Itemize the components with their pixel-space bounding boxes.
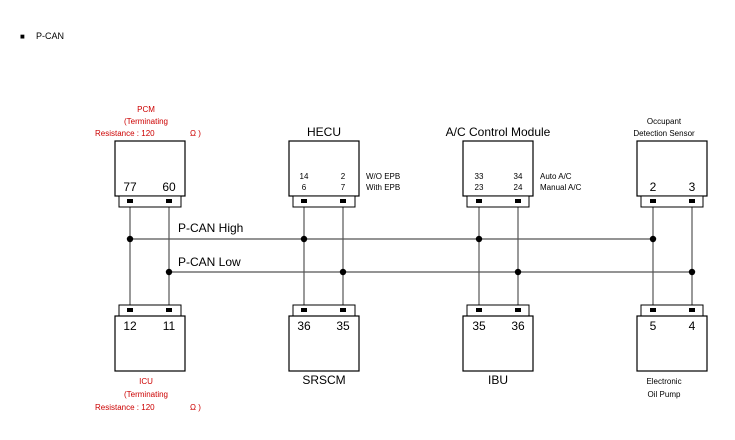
srscm-title: SRSCM (302, 373, 345, 387)
pcm-pin-60: 60 (162, 180, 176, 194)
icu-resistance: Resistance : 120 (95, 403, 155, 412)
p-can-low-label: P-CAN Low (178, 255, 241, 269)
pcm-module: PCM (Terminating Resistance : 120 Ω ) 77… (95, 105, 201, 208)
junction-node (688, 268, 696, 276)
icu-terminating: (Terminating (124, 390, 168, 399)
ac-note-auto: Auto A/C (540, 172, 572, 181)
connector-pin (127, 308, 133, 312)
pcm-pin-77: 77 (123, 180, 137, 194)
icu-module: 12 11 ICU (Terminating Resistance : 120 … (95, 304, 201, 412)
junction-node (649, 235, 657, 243)
connector-pin (689, 199, 695, 203)
junction-node (300, 235, 308, 243)
connector-pin (650, 199, 656, 203)
ibu-pin-36: 36 (511, 319, 525, 333)
header-title: P-CAN (36, 31, 64, 41)
ac-title: A/C Control Module (446, 125, 551, 139)
junction-node (514, 268, 522, 276)
ibu-box (462, 315, 534, 372)
pcm-box (114, 140, 186, 197)
hecu-note-wo-epb: W/O EPB (366, 172, 400, 181)
ods-name-line1: Occupant (647, 117, 682, 126)
p-can-high-label: P-CAN High (178, 221, 243, 235)
pcm-connector (118, 195, 182, 208)
ibu-module: 35 36 IBU (462, 304, 534, 387)
junction-node (165, 268, 173, 276)
connector-pin (476, 199, 482, 203)
pcm-name: PCM (137, 105, 155, 114)
ac-pin-34: 34 (514, 172, 523, 181)
srscm-box (288, 315, 360, 372)
ods-name-line2: Detection Sensor (633, 129, 695, 138)
srscm-pin-35: 35 (336, 319, 350, 333)
junction-node (126, 235, 134, 243)
ods-pin-3: 3 (689, 180, 696, 194)
ods-connector (640, 195, 704, 208)
eop-pin-5: 5 (650, 319, 657, 333)
icu-name: ICU (139, 377, 153, 386)
hecu-pin-6: 6 (302, 183, 307, 192)
ac-pin-23: 23 (475, 183, 484, 192)
junction-node (475, 235, 483, 243)
connector-pin (340, 308, 346, 312)
ac-note-manual: Manual A/C (540, 183, 582, 192)
hecu-pin-14: 14 (300, 172, 309, 181)
connector-pin (166, 308, 172, 312)
hecu-pin-7: 7 (341, 183, 346, 192)
hecu-note-with-epb: With EPB (366, 183, 400, 192)
pcm-terminating: (Terminating (124, 117, 168, 126)
hecu-connector (292, 195, 356, 208)
connector-pin (127, 199, 133, 203)
ibu-title: IBU (488, 373, 508, 387)
icu-pin-11: 11 (163, 319, 176, 333)
vertical-wires (129, 207, 693, 310)
electronic-oil-pump: 5 4 Electronic Oil Pump (636, 304, 708, 399)
eop-pin-4: 4 (689, 319, 696, 333)
hecu-box (288, 140, 360, 197)
pcm-resistance: Resistance : 120 (95, 129, 155, 138)
ac-box (462, 140, 534, 197)
eop-name-line1: Electronic (646, 377, 681, 386)
occupant-detection-sensor: Occupant Detection Sensor 2 3 (633, 117, 708, 208)
ac-pin-33: 33 (475, 172, 484, 181)
connector-pin (515, 308, 521, 312)
connector-pin (301, 308, 307, 312)
pcm-resistance-unit: Ω ) (190, 129, 201, 138)
hecu-title: HECU (307, 125, 341, 139)
icu-box (114, 315, 186, 372)
junction-nodes (126, 235, 696, 276)
eop-box (636, 315, 708, 372)
connector-pin (340, 199, 346, 203)
ac-connector (466, 195, 530, 208)
connector-pin (515, 199, 521, 203)
ibu-pin-35: 35 (472, 319, 486, 333)
connector-pin (650, 308, 656, 312)
srscm-module: 36 35 SRSCM (288, 304, 360, 387)
ods-pin-2: 2 (650, 180, 657, 194)
connector-pin (689, 308, 695, 312)
connector-pin (301, 199, 307, 203)
ac-control-module: A/C Control Module 33 34 23 24 Auto A/C … (446, 125, 582, 208)
hecu-pin-2: 2 (341, 172, 346, 181)
eop-name-line2: Oil Pump (648, 390, 681, 399)
ac-pin-24: 24 (514, 183, 523, 192)
header-bullet: ■ (20, 32, 25, 41)
icu-resistance-unit: Ω ) (190, 403, 201, 412)
icu-pin-12: 12 (123, 319, 137, 333)
srscm-pin-36: 36 (297, 319, 311, 333)
junction-node (339, 268, 347, 276)
ods-box (636, 140, 708, 197)
connector-pin (476, 308, 482, 312)
hecu-module: HECU 14 2 6 7 W/O EPB With EPB (288, 125, 400, 208)
connector-pin (166, 199, 172, 203)
